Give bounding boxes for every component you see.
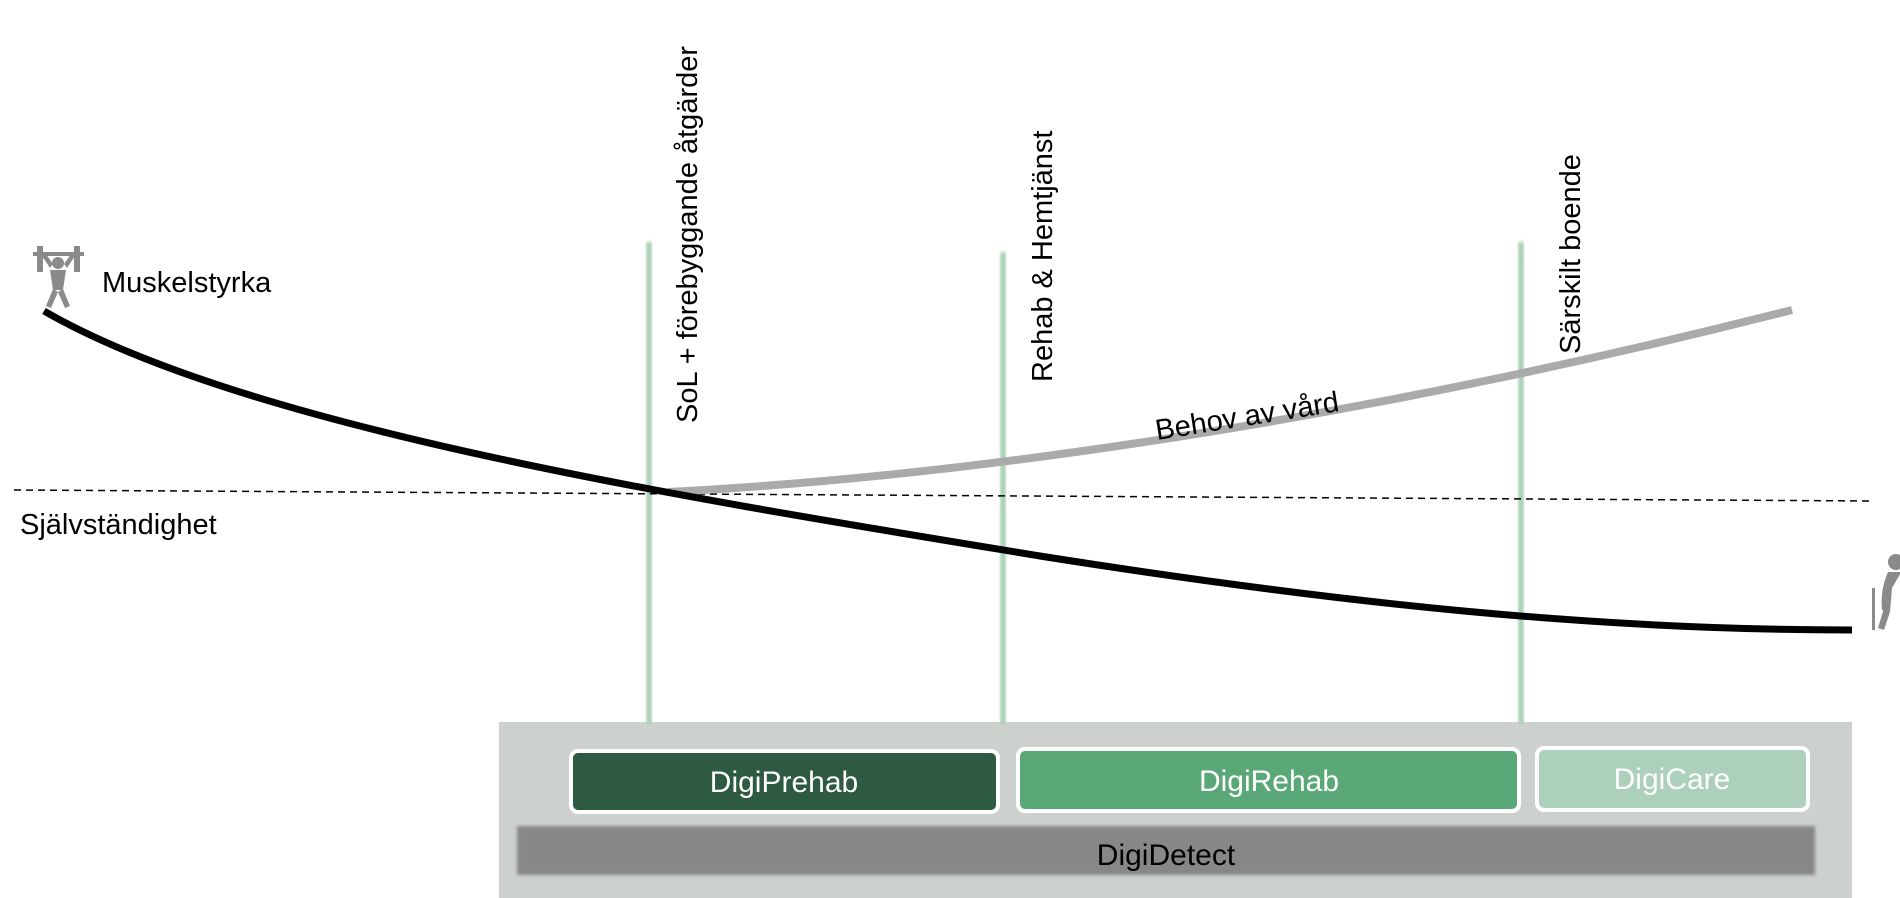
muscle-strength-curve	[42, 307, 1853, 634]
independence-threshold-line	[13, 489, 1873, 502]
phase-label-3: Särskilt boende	[1555, 154, 1587, 354]
digirehab-box: DigiRehab	[1016, 747, 1521, 813]
phase-line-2	[1000, 252, 1006, 724]
digidetect-bar	[517, 826, 1815, 875]
care-need-label: Behov av vård	[1153, 386, 1341, 447]
phase-label-1: SoL + förebyggande åtgärder	[672, 46, 704, 423]
phase-line-1	[646, 242, 652, 724]
digiprehab-box: DigiPrehab	[569, 749, 1000, 814]
phase-label-2: Rehab & Hemtjänst	[1027, 131, 1059, 382]
weightlifter-icon	[33, 246, 84, 308]
digicare-box: DigiCare	[1535, 746, 1810, 812]
elderly-person-icon	[1872, 554, 1900, 630]
independence-label: Självständighet	[20, 509, 217, 541]
digicare-label: DigiCare	[1614, 763, 1731, 796]
digiprehab-label: DigiPrehab	[710, 766, 858, 799]
muscle-strength-label: Muskelstyrka	[102, 267, 272, 299]
digirehab-label: DigiRehab	[1199, 765, 1339, 798]
digidetect-label: DigiDetect	[1097, 839, 1236, 872]
phase-line-3	[1518, 242, 1524, 724]
care-need-curve	[667, 306, 1793, 496]
